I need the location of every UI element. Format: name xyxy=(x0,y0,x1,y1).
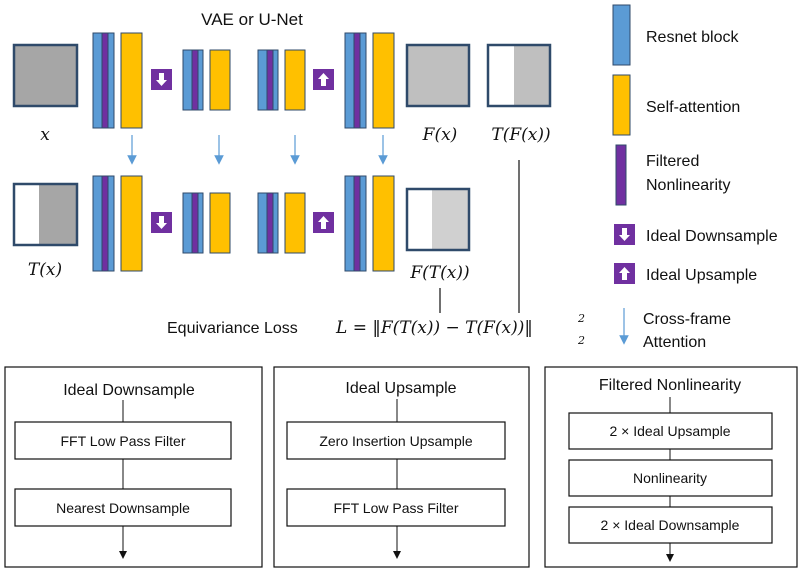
panel-title: Ideal Upsample xyxy=(345,380,456,397)
self-attention-block xyxy=(284,192,306,254)
legend-resnet-label: Resnet block xyxy=(646,29,739,46)
self-attention-block xyxy=(120,175,143,272)
panel-title: Filtered Nonlinearity xyxy=(599,377,741,394)
self-attention-block xyxy=(372,32,395,129)
resnet-block xyxy=(257,192,268,254)
legend-ideal-up-label: Ideal Upsample xyxy=(646,267,757,284)
panel-step-label: Nonlinearity xyxy=(633,470,707,486)
label-tfx: T(F(x)) xyxy=(491,125,550,145)
network-title: VAE or U-Net xyxy=(201,10,303,29)
legend-down-icon xyxy=(614,224,635,245)
panel-step xyxy=(286,421,506,460)
resnet-block xyxy=(197,49,204,111)
resnet-block xyxy=(257,49,268,111)
panel-step xyxy=(286,488,506,527)
resnet-block xyxy=(182,192,193,254)
panel-ideal-downsample: Ideal Downsample FFT Low Pass Filter Nea… xyxy=(4,366,263,568)
filtered-nonlinearity-block xyxy=(353,32,361,129)
resnet-block xyxy=(272,192,279,254)
panel-ideal-upsample: Ideal Upsample Zero Insertion Upsample F… xyxy=(273,366,530,568)
filtered-nonlinearity-block xyxy=(266,49,274,111)
panel-step-label: 2 × Ideal Upsample xyxy=(609,423,730,439)
label-ftx: F(T(x)) xyxy=(409,263,469,283)
label-tx: T(x) xyxy=(28,260,62,280)
panel-step-label: Zero Insertion Upsample xyxy=(319,433,473,449)
bottom-block-2 xyxy=(182,192,231,254)
filtered-nonlinearity-block xyxy=(266,192,274,254)
cross-frame-arrows xyxy=(127,135,388,165)
legend-filtered-label-1: Filtered xyxy=(646,153,699,170)
self-attention-block xyxy=(209,49,231,111)
self-attention-block xyxy=(284,49,306,111)
legend-filtered-swatch xyxy=(615,144,627,206)
panel-step xyxy=(568,506,773,544)
loss-formula: L = ‖F(T(x)) − T(F(x))‖ xyxy=(335,318,533,338)
self-attention-block xyxy=(209,192,231,254)
resnet-block xyxy=(272,49,279,111)
legend-cross-label-1: Cross-frame xyxy=(643,311,731,328)
top-block-2 xyxy=(182,49,231,111)
up-arrow-icon xyxy=(313,212,334,233)
bottom-block-3 xyxy=(257,192,306,254)
legend-up-icon xyxy=(614,263,635,284)
panel-step-label: FFT Low Pass Filter xyxy=(334,500,459,516)
resnet-block xyxy=(182,49,193,111)
filtered-nonlinearity-block xyxy=(191,49,199,111)
up-arrow-icon xyxy=(313,69,334,90)
label-x: x xyxy=(40,125,50,145)
output-image-ftx xyxy=(405,187,471,252)
output-image-tfx xyxy=(486,43,552,108)
input-image-x xyxy=(12,43,79,108)
bottom-block-1 xyxy=(92,175,143,272)
resnet-block xyxy=(197,192,204,254)
resnet-block xyxy=(344,32,355,129)
filtered-nonlinearity-block xyxy=(101,175,109,272)
legend-filtered-label-2: Nonlinearity xyxy=(646,177,730,194)
resnet-block xyxy=(359,32,367,129)
resnet-block xyxy=(344,175,355,272)
self-attention-block xyxy=(120,32,143,129)
legend-resnet-swatch xyxy=(612,4,631,66)
resnet-block xyxy=(359,175,367,272)
legend-self-attention-swatch xyxy=(612,74,631,136)
self-attention-block xyxy=(372,175,395,272)
panel-step xyxy=(14,421,232,460)
resnet-block xyxy=(92,175,103,272)
legend-ideal-down-label: Ideal Downsample xyxy=(646,228,778,245)
legend-cross-label-2: Attention xyxy=(643,334,706,351)
resnet-block xyxy=(107,175,115,272)
legend-self-attention-label: Self-attention xyxy=(646,99,740,116)
resnet-block xyxy=(107,32,115,129)
panel-title: Ideal Downsample xyxy=(63,382,195,399)
input-image-tx xyxy=(12,182,79,247)
panel-step-label: Nearest Downsample xyxy=(56,500,190,516)
legend: Resnet block Self-attention Filtered Non… xyxy=(612,4,778,351)
resnet-block xyxy=(92,32,103,129)
label-fx: F(x) xyxy=(422,125,458,145)
panel-step-label: 2 × Ideal Downsample xyxy=(601,517,740,533)
loss-superscript: 2 xyxy=(577,312,585,325)
top-block-1 xyxy=(92,32,143,129)
filtered-nonlinearity-block xyxy=(191,192,199,254)
loss-subscript: 2 xyxy=(577,334,585,347)
panel-step xyxy=(568,412,773,450)
output-image-fx xyxy=(405,43,471,108)
panel-step-label: FFT Low Pass Filter xyxy=(61,433,186,449)
filtered-nonlinearity-block xyxy=(353,175,361,272)
loss-label: Equivariance Loss xyxy=(167,320,298,337)
top-block-3 xyxy=(257,49,306,111)
filtered-nonlinearity-block xyxy=(101,32,109,129)
down-arrow-icon xyxy=(151,212,172,233)
down-arrow-icon xyxy=(151,69,172,90)
panel-filtered-nonlinearity: Filtered Nonlinearity 2 × Ideal Upsample… xyxy=(544,366,798,568)
top-block-4 xyxy=(344,32,395,129)
bottom-block-4 xyxy=(344,175,395,272)
